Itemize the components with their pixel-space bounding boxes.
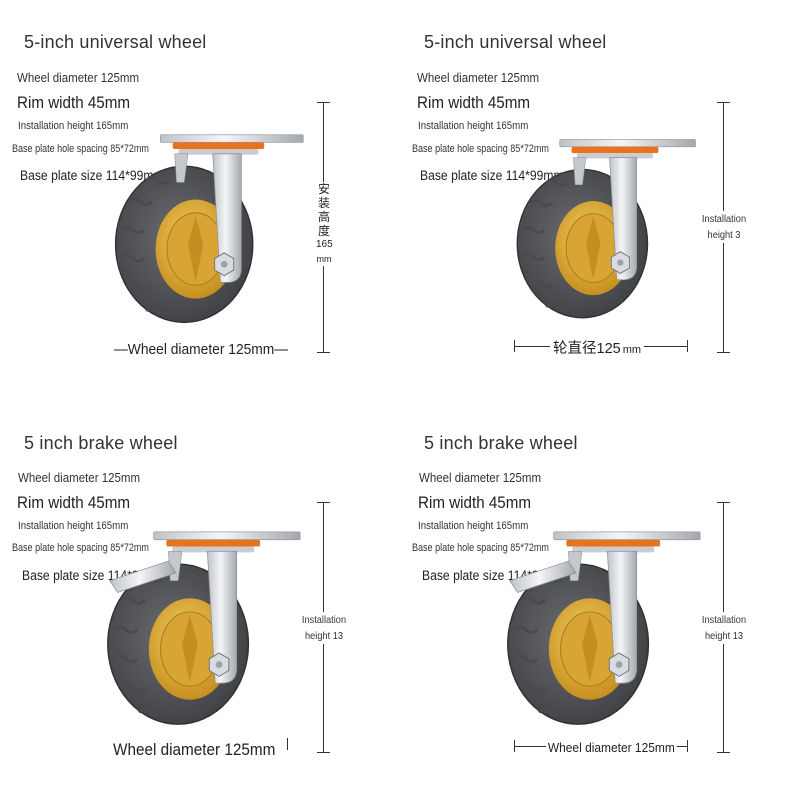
spec-hole-spacing: Base plate hole spacing 85*72mm: [12, 143, 149, 155]
installation-height-label: Installation height 13: [295, 612, 353, 644]
panel-title: 5 inch brake wheel: [24, 433, 178, 453]
dimension-cap: [717, 502, 730, 503]
product-panel-brake-2: 5 inch brake wheel Wheel diameter 125mm …: [400, 400, 800, 800]
dimension-cap: [687, 340, 688, 352]
spec-hole-spacing: Base plate hole spacing 85*72mm: [12, 542, 149, 554]
spec-installation-height: Installation height 165mm: [418, 120, 529, 132]
dimension-cap: [317, 352, 330, 353]
spec-wheel-diameter: Wheel diameter 125mm: [417, 71, 540, 85]
spec-installation-height: Installation height 165mm: [418, 520, 529, 532]
spec-wheel-diameter: Wheel diameter 125mm: [18, 471, 141, 485]
dimension-cap: [287, 738, 288, 750]
diameter-label: Wheel diameter 125mm: [113, 740, 276, 759]
panel-title: 5 inch brake wheel: [424, 433, 578, 453]
spec-rim-width: Rim width 45mm: [17, 494, 131, 512]
installation-height-label: Installation height 3: [695, 211, 753, 243]
dimension-cap: [514, 340, 515, 352]
product-panel-brake-1: 5 inch brake wheel Wheel diameter 125mm …: [0, 400, 400, 800]
caster-brake-wheel-image: [500, 522, 705, 737]
diameter-label: —Wheel diameter 125mm—: [114, 341, 289, 358]
spec-installation-height: Installation height 165mm: [18, 120, 129, 132]
product-panel-universal-2: 5-inch universal wheel Wheel diameter 12…: [400, 0, 800, 400]
dimension-cap: [717, 752, 730, 753]
product-panel-universal-1: 5-inch universal wheel Wheel diameter 12…: [0, 0, 400, 400]
panel-title: 5-inch universal wheel: [24, 32, 207, 52]
dimension-cap: [687, 740, 688, 752]
vertical-height-label: 安 装 高 度 165 mm: [316, 182, 333, 266]
dimension-cap: [514, 740, 515, 752]
spec-hole-spacing: Base plate hole spacing 85*72mm: [412, 143, 549, 155]
caster-wheel-image: [510, 125, 700, 335]
dimension-cap: [317, 752, 330, 753]
caster-wheel-image: [108, 125, 308, 335]
installation-height-label: Installation height 13: [695, 612, 753, 644]
dimension-cap: [317, 102, 330, 103]
spec-wheel-diameter: Wheel diameter 125mm: [419, 471, 542, 485]
spec-installation-height: Installation height 165mm: [18, 520, 129, 532]
caster-brake-wheel-image: [100, 522, 305, 737]
diameter-label: Wheel diameter 125mm: [546, 740, 677, 755]
dimension-cap: [317, 502, 330, 503]
spec-rim-width: Rim width 45mm: [417, 94, 531, 112]
dimension-cap: [717, 102, 730, 103]
spec-wheel-diameter: Wheel diameter 125mm: [17, 71, 140, 85]
panel-title: 5-inch universal wheel: [424, 32, 607, 52]
spec-rim-width: Rim width 45mm: [17, 94, 131, 112]
spec-plate-size: Base plate size 114*99mm: [20, 168, 164, 183]
spec-hole-spacing: Base plate hole spacing 85*72mm: [412, 542, 549, 554]
dimension-cap: [717, 352, 730, 353]
spec-plate-size: Base plate size 114*99mm: [420, 168, 564, 183]
spec-rim-width: Rim width 45mm: [418, 494, 532, 512]
